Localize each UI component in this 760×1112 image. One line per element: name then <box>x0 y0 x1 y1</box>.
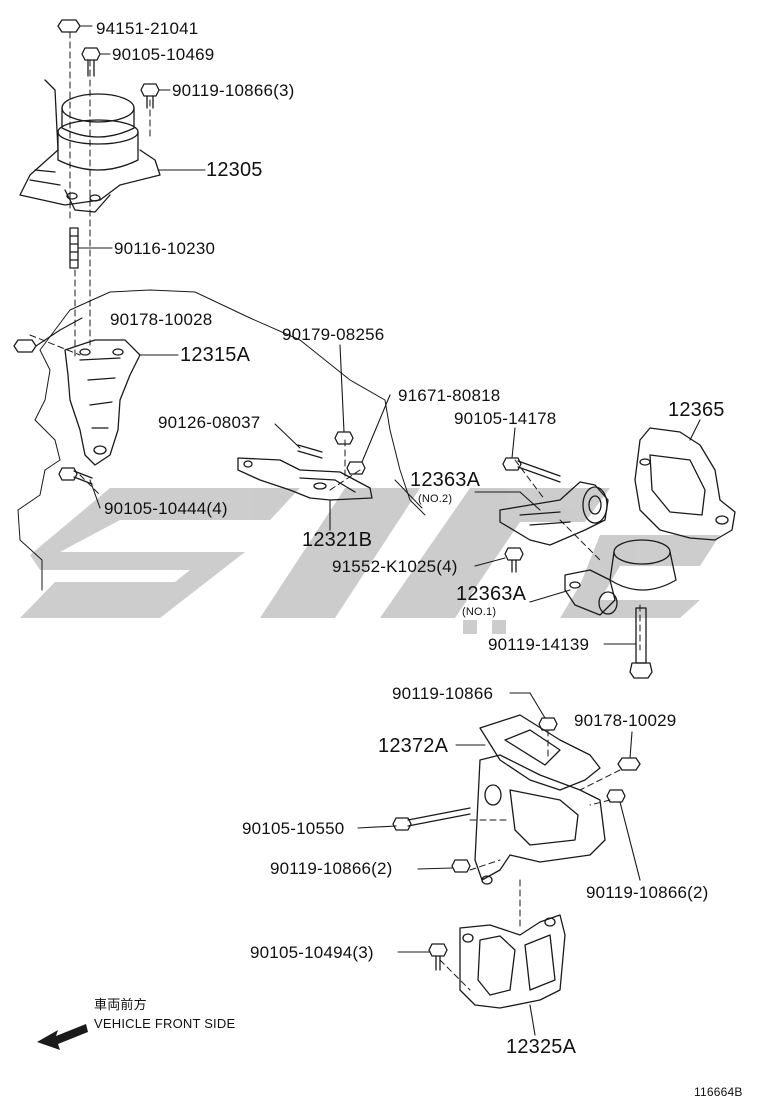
label-12315A: 12315A <box>180 344 251 366</box>
nut-shape <box>57 19 81 33</box>
label-94151-21041: 94151-21041 <box>96 19 199 38</box>
label-90105-10469: 90105-10469 <box>112 45 215 64</box>
label-12305: 12305 <box>206 159 263 181</box>
label-no1: (NO.1) <box>462 606 497 618</box>
bracket-12321B <box>237 457 373 501</box>
direction-label-english: VEHICLE FRONT SIDE <box>94 1016 236 1031</box>
label-90116-10230: 90116-10230 <box>114 239 216 258</box>
label-90119-10866-2-right: 90119-10866(2) <box>586 883 709 902</box>
label-12363A-no1: 12363A <box>456 583 527 605</box>
label-91671-80818: 91671-80818 <box>398 386 501 405</box>
label-90119-14139: 90119-14139 <box>488 635 590 654</box>
mount-12363A-no1 <box>564 539 677 616</box>
label-90119-10866-3: 90119-10866(3) <box>172 81 295 100</box>
label-12365: 12365 <box>668 399 725 421</box>
label-90178-10028: 90178-10028 <box>110 310 213 329</box>
bracket-12315A <box>64 339 141 466</box>
label-no2: (NO.2) <box>418 493 453 505</box>
label-91552-K1025-4: 91552-K1025(4) <box>332 557 458 576</box>
bracket-12372A <box>474 714 606 885</box>
figure-id: 116664B <box>694 1085 743 1099</box>
front-direction-arrow <box>37 1024 88 1050</box>
label-90119-10866-2-left: 90119-10866(2) <box>270 859 393 878</box>
engine-outline <box>17 289 426 591</box>
bracket-12325A <box>459 914 566 1009</box>
label-90119-10866-mid: 90119-10866 <box>392 684 494 703</box>
label-90179-08256: 90179-08256 <box>282 325 385 344</box>
label-90105-10444-4: 90105-10444(4) <box>104 499 228 518</box>
bracket-12363A-no2 <box>499 481 609 546</box>
label-90178-10029: 90178-10029 <box>574 711 677 730</box>
direction-label-japanese: 車両前方 <box>94 997 147 1012</box>
mount-12365 <box>634 427 736 541</box>
label-12363A-no2: 12363A <box>410 469 481 491</box>
label-90126-08037: 90126-08037 <box>158 413 261 432</box>
label-12325A: 12325A <box>506 1036 577 1058</box>
label-12372A: 12372A <box>378 735 449 757</box>
label-90105-10550: 90105-10550 <box>242 819 345 838</box>
label-90105-14178: 90105-14178 <box>454 409 557 428</box>
label-12321B: 12321B <box>302 529 373 551</box>
label-90105-10494-3: 90105-10494(3) <box>250 943 374 962</box>
